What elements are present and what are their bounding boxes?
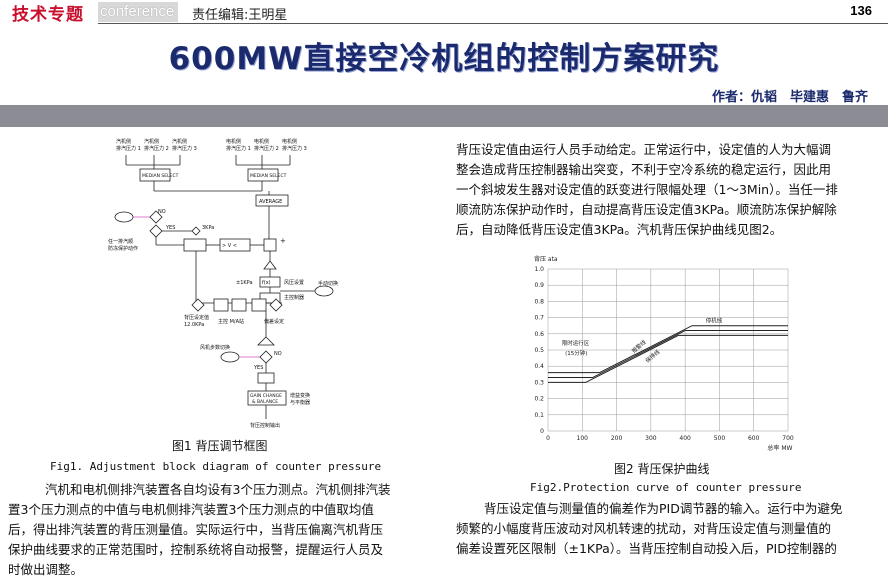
y-tick-label: 0.3 — [534, 379, 544, 386]
text-line: 时做出调整。 — [8, 562, 84, 577]
right-paragraph-top: 背压设定值由运行人员手动给定。正常运行中，设定值的人为大幅调 整会造成背压控制器… — [456, 140, 884, 240]
diagram-label-steam5: 汽机侧 — [172, 138, 187, 145]
text-line: 顺流防冻保护动作时，自动提高背压设定值3KPa。顺流防冻保护解除 — [456, 202, 837, 217]
figure1-caption-cn: 图1 背压调节框图 — [172, 439, 268, 453]
diagram-label-steam3: 汽机侧 — [144, 138, 159, 145]
diagram-label-yes2: YES — [253, 365, 263, 371]
series-line-2 — [548, 330, 788, 379]
diagram-label-steam1: 汽机侧 — [116, 138, 131, 145]
diagram-label-trigger2: 防冻保护动作 — [108, 245, 138, 252]
x-tick-label: 600 — [748, 435, 760, 442]
diagram-label-output: 背压控制输出 — [250, 422, 280, 429]
text-line: 保护曲线要求的正常范围时，控制系统将自动报警，提醒运行人员及 — [8, 542, 384, 557]
page-number: 136 — [850, 3, 872, 18]
article-authors: 作者：仇韬 毕建惠 鲁齐 — [711, 90, 868, 105]
header-rule — [98, 23, 888, 24]
text-line: 频繁的小幅度背压波动对风机转速的扰动，对背压设定值与测量值的 — [456, 521, 832, 536]
block-diagram: 汽机侧 排汽压力 1 汽机侧 排汽压力 2 汽机侧 排汽压力 3 电机侧 排汽压… — [108, 138, 338, 429]
diagram-label-mainctrl: 主控制器 — [284, 294, 304, 301]
diagram-label-elec5: 电机侧 — [282, 138, 297, 145]
series-line-3 — [548, 334, 788, 383]
diagram-label-deviation: 偏差设定 — [264, 318, 284, 325]
text-line: 置3个压力测点的中值与电机侧排汽装置3个压力测点的中值取均值 — [8, 502, 374, 517]
figure2-caption-cn: 图2 背压保护曲线 — [614, 462, 710, 476]
y-tick-label: 0.7 — [534, 315, 544, 322]
left-paragraph: 汽机和电机侧排汽装置各自均设有3个压力测点。汽机侧排汽装 置3个压力测点的中值与… — [8, 480, 444, 580]
y-tick-label: 0.4 — [534, 363, 544, 370]
x-tick-label: 200 — [611, 435, 623, 442]
diagram-label-kpa3: 3KPa — [202, 225, 214, 231]
y-tick-label: 0.2 — [534, 396, 544, 403]
text-line: 后，自动降低背压设定值3KPa。汽机背压保护曲线见图2。 — [456, 222, 783, 237]
section-logo: 技术专题 — [0, 0, 84, 25]
y-tick-label: 0.6 — [534, 331, 544, 338]
text-line: 汽机和电机侧排汽装置各自均设有3个压力测点。汽机侧排汽装 — [45, 482, 391, 497]
x-tick-label: 500 — [714, 435, 726, 442]
diagram-label-elec2: 排汽压力 1 — [226, 145, 251, 152]
diagram-label-elec1: 电机侧 — [226, 138, 241, 145]
y-tick-label: 0.1 — [534, 412, 544, 419]
diagram-label-wind: 风压设置 — [284, 279, 304, 286]
diagram-label-gain1: GAIN CHANGE — [250, 393, 282, 399]
diagram-label-vgt: > V < — [222, 243, 237, 249]
diagram-label-elec6: 排汽压力 3 — [282, 145, 307, 152]
annotation-15min: (15分钟) — [565, 349, 587, 357]
text-line: 后，得出排汽装置的背压测量值。实际运行中，当背压偏离汽机背压 — [8, 522, 384, 537]
diagram-label-gain4: 与平衡器 — [290, 399, 310, 406]
diagram-label-steam4: 排汽压力 2 — [144, 145, 169, 152]
diagram-label-yes1: YES — [165, 225, 175, 231]
diagram-label-gain2: & BALANCE — [252, 399, 278, 405]
article-title: 600MW直接空冷机组的控制方案研究 — [168, 41, 720, 77]
diagram-label-average: AVERAGE — [259, 199, 282, 205]
y-axis-label: 背压 ata — [534, 255, 558, 263]
diagram-label-setpoint1: 背压设定值 — [184, 314, 209, 321]
diagram-label-no2: NO — [274, 351, 282, 357]
conference-label: conference — [98, 2, 178, 22]
diagram-label-no1: NO — [158, 209, 166, 215]
annotation-trip-line: 停机线 — [706, 316, 723, 324]
y-tick-label: 0 — [540, 428, 544, 435]
page-header: 技术专题 conference 责任编辑:王明星 136 — [0, 0, 888, 25]
annotation-time-limited-zone: 限时运行区 — [562, 339, 590, 347]
diagram-label-median-left: MEDIAN SELECT — [142, 173, 179, 179]
text-line: 整会造成背压控制器输出突变，不利于空冷系统的稳定运行，因此用 — [456, 162, 832, 177]
diagram-label-trigger1: 任一排汽顺 — [108, 238, 133, 245]
x-axis-label: 总率 MW — [767, 444, 792, 452]
y-tick-label: 0.5 — [534, 347, 544, 354]
text-line: 背压设定值由运行人员手动给定。正常运行中，设定值的人为大幅调 — [456, 142, 832, 157]
y-tick-label: 0.9 — [534, 282, 544, 289]
figure2-caption-en: Fig2.Protection curve of counter pressur… — [530, 481, 802, 494]
diagram-label-median-right: MEDIAN SELECT — [250, 173, 287, 179]
protection-curve-chart: 0 0.1 0.2 0.3 0.4 0.5 0.6 0.7 0.8 0.9 1.0 0 100 200 30… — [534, 255, 794, 452]
y-tick-label: 0.8 — [534, 298, 544, 305]
text-line: 一个斜坡发生器对设定值的跃变进行限幅处理（1～3Min）。当任一排 — [456, 182, 838, 197]
diagram-label-onekpa: ±1KPa — [236, 280, 253, 286]
x-tick-label: 300 — [645, 435, 657, 442]
text-line: 背压设定值与测量值的偏差作为PID调节器的输入。运行中为避免 — [484, 501, 843, 516]
series-line-1 — [548, 325, 788, 374]
section-tag: 技术专题 — [12, 4, 84, 25]
diagram-label-plus: + — [280, 237, 286, 245]
diagram-label-mam: 主控 M/A站 — [218, 318, 244, 325]
diagram-label-fanswitch: 风机步数切换 — [200, 344, 230, 351]
title-band — [0, 105, 888, 127]
text-line: 偏差设置死区限制（±1KPa）。当背压控制自动投入后，PID控制器的 — [456, 541, 837, 556]
diagram-label-steam2: 排汽压力 1 — [116, 145, 141, 152]
x-tick-label: 100 — [577, 435, 589, 442]
diagram-label-fx: f(x) — [262, 280, 271, 286]
diagram-label-setpoint2: 12.0KPa — [184, 322, 204, 328]
figure1-caption-en: Fig1. Adjustment block diagram of counte… — [50, 460, 382, 473]
right-paragraph-bottom: 背压设定值与测量值的偏差作为PID调节器的输入。运行中为避免 频繁的小幅度背压波… — [456, 499, 884, 559]
x-tick-label: 700 — [782, 435, 794, 442]
editor-credit: 责任编辑:王明星 — [192, 8, 288, 23]
diagram-label-gain3: 增益变换 — [290, 392, 310, 399]
diagram-label-steam6: 排汽压力 3 — [172, 145, 197, 152]
y-tick-label: 1.0 — [534, 266, 544, 273]
x-tick-label: 400 — [679, 435, 691, 442]
diagram-label-elec3: 电机侧 — [254, 138, 269, 145]
x-tick-label: 0 — [546, 435, 550, 442]
diagram-label-elec4: 排汽压力 2 — [254, 145, 279, 152]
diagram-label-manual: 手动切换 — [318, 280, 338, 287]
